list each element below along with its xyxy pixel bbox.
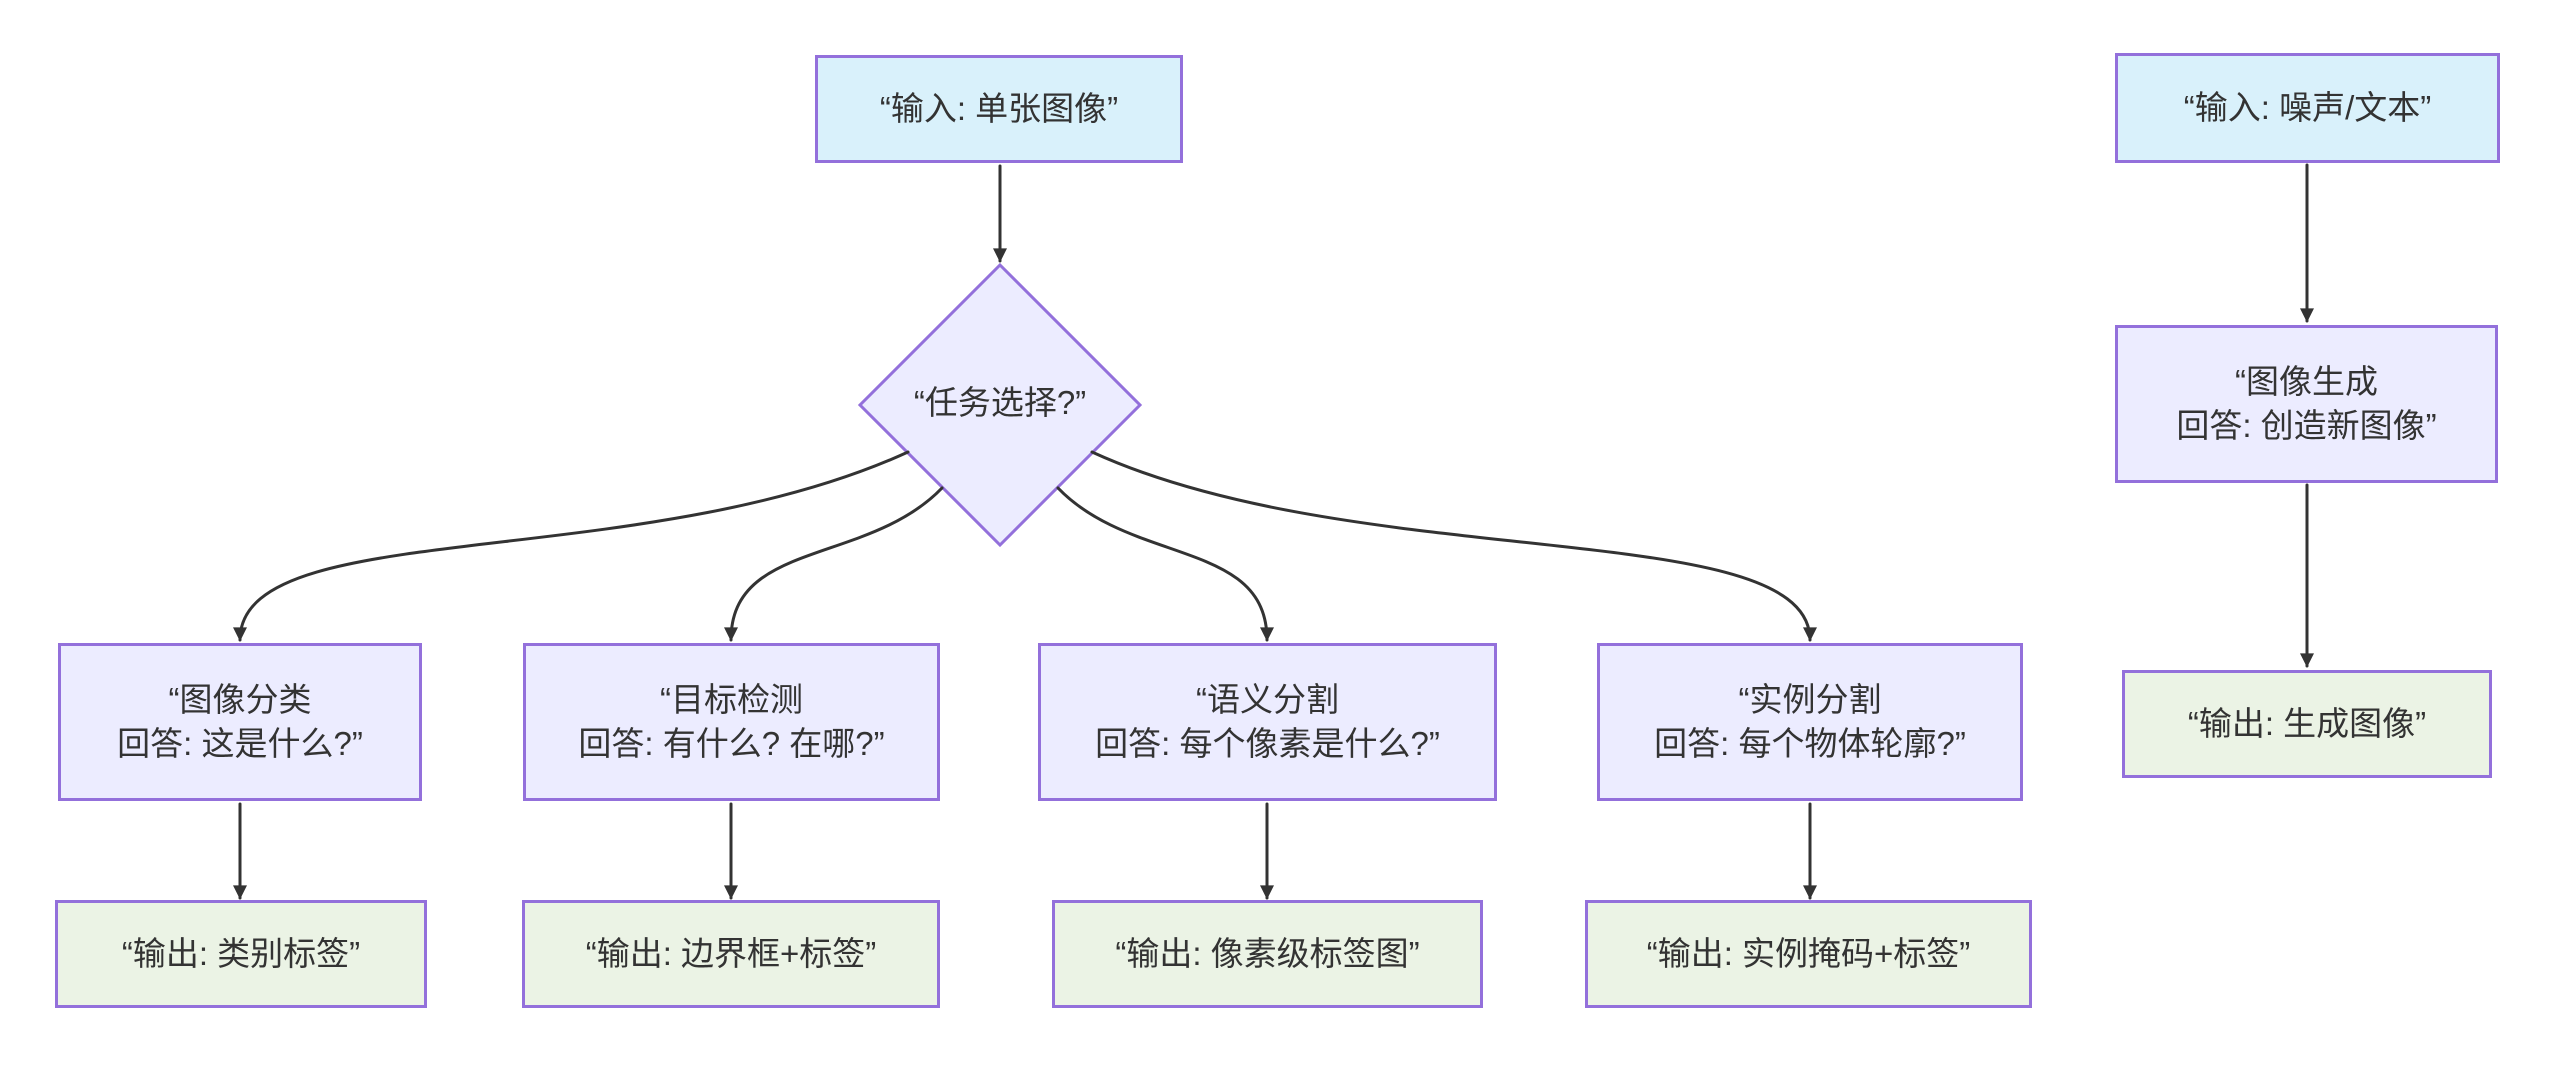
node-detection: “目标检测 回答: 有什么? 在哪?” — [523, 643, 940, 801]
node-classification-line2: 回答: 这是什么?” — [117, 725, 363, 762]
node-output-pixel-map-text: “输出: 像素级标签图” — [1115, 935, 1420, 972]
node-output-class-label-text: “输出: 类别标签” — [121, 935, 361, 972]
decision-diamond-shape — [857, 262, 1143, 548]
node-detection-line2: 回答: 有什么? 在哪?” — [578, 725, 885, 762]
node-semantic-seg-line2: 回答: 每个像素是什么?” — [1095, 725, 1440, 762]
node-output-pixel-map: “输出: 像素级标签图” — [1052, 900, 1483, 1008]
edge-decision-to-instance-seg — [1090, 450, 1817, 642]
node-semantic-seg-line1: “语义分割 — [1196, 681, 1339, 718]
node-output-bbox: “输出: 边界框+标签” — [522, 900, 940, 1008]
node-input-noise-text: “输入: 噪声/文本” — [2115, 53, 2500, 163]
node-output-instance-mask: “输出: 实例掩码+标签” — [1585, 900, 2032, 1008]
node-instance-seg: “实例分割 回答: 每个物体轮廓?” — [1597, 643, 2023, 801]
edge-decision-to-detection — [724, 486, 944, 642]
node-input-noise-text-label: “输入: 噪声/文本” — [2183, 89, 2432, 126]
node-output-bbox-text: “输出: 边界框+标签” — [585, 935, 877, 972]
node-image-generation: “图像生成 回答: 创造新图像” — [2115, 325, 2498, 483]
node-classification: “图像分类 回答: 这是什么?” — [58, 643, 422, 801]
node-image-generation-line2: 回答: 创造新图像” — [2176, 407, 2437, 444]
node-detection-line1: “目标检测 — [660, 681, 803, 718]
node-semantic-seg: “语义分割 回答: 每个像素是什么?” — [1038, 643, 1497, 801]
node-image-generation-line1: “图像生成 — [2235, 363, 2378, 400]
node-task-select-label: “任务选择?” — [913, 384, 1087, 421]
node-output-generated-image-text: “输出: 生成图像” — [2187, 705, 2427, 742]
node-classification-line1: “图像分类 — [168, 681, 312, 718]
edge-decision-to-semantic-seg — [1056, 486, 1274, 642]
node-output-instance-mask-text: “输出: 实例掩码+标签” — [1646, 935, 1971, 972]
node-instance-seg-line2: 回答: 每个物体轮廓?” — [1654, 725, 1966, 762]
node-instance-seg-line1: “实例分割 — [1738, 681, 1882, 718]
node-input-image: “输入: 单张图像” — [815, 55, 1183, 163]
edge-decision-to-classification — [233, 450, 910, 642]
node-output-class-label: “输出: 类别标签” — [55, 900, 427, 1008]
node-input-image-label: “输入: 单张图像” — [879, 90, 1119, 127]
node-output-generated-image: “输出: 生成图像” — [2122, 670, 2492, 778]
